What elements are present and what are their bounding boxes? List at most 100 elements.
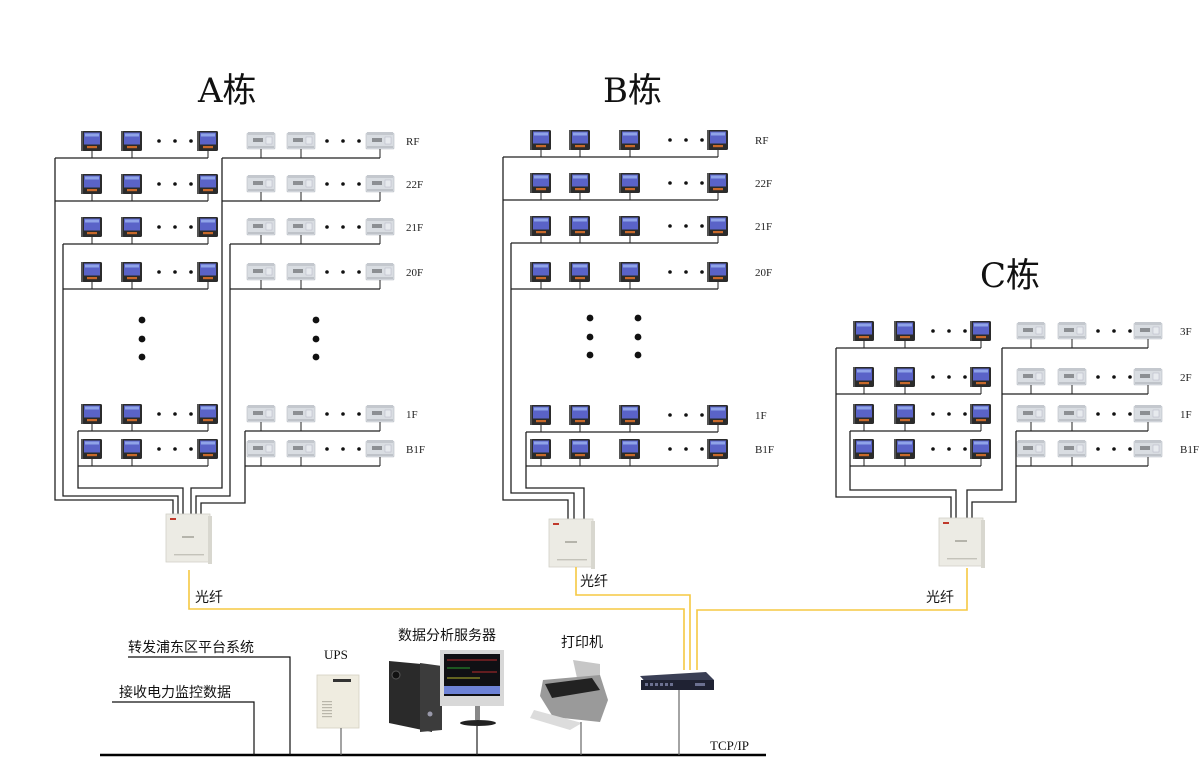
floor-row: B1F bbox=[78, 439, 425, 467]
din-rail-meter-icon bbox=[365, 404, 395, 423]
floor-label: 21F bbox=[406, 222, 423, 234]
floor-label: B1F bbox=[406, 444, 425, 456]
floor-row: 20F bbox=[63, 262, 423, 290]
power-meter-icon bbox=[707, 262, 728, 282]
ellipsis-dots bbox=[157, 412, 193, 416]
din-rail-meter-icon bbox=[246, 131, 276, 150]
power-meter-icon bbox=[707, 173, 728, 193]
building-b-title: B栋 bbox=[603, 71, 662, 111]
power-meter-icon bbox=[970, 321, 991, 341]
ellipsis-dots bbox=[668, 224, 704, 228]
collector-box-c bbox=[938, 517, 986, 569]
building-a: RF 22F 21F 20F 1F B1F bbox=[54, 131, 425, 520]
ellipsis-dots bbox=[157, 139, 193, 143]
power-meter-icon bbox=[81, 439, 102, 459]
floor-row: B1F bbox=[526, 439, 774, 467]
power-meter-icon bbox=[853, 367, 874, 387]
din-rail-meter-icon bbox=[1057, 367, 1087, 386]
receive-line bbox=[112, 701, 255, 755]
floor-label: RF bbox=[406, 136, 419, 148]
floor-label: B1F bbox=[755, 444, 774, 456]
floor-label: 22F bbox=[406, 179, 423, 191]
printer-label: 打印机 bbox=[561, 634, 603, 651]
ellipsis-dots bbox=[157, 447, 193, 451]
power-meter-icon bbox=[569, 130, 590, 150]
din-rail-meter-icon bbox=[286, 217, 316, 236]
power-meter-icon bbox=[197, 262, 218, 282]
floor-row: 1F bbox=[526, 405, 767, 433]
din-rail-meter-icon bbox=[246, 262, 276, 281]
trunk-line bbox=[54, 158, 174, 520]
power-meter-icon bbox=[81, 174, 102, 194]
floor-row: 2F bbox=[836, 367, 1192, 395]
server-computer-icon bbox=[389, 650, 504, 732]
floor-label: 1F bbox=[1180, 409, 1192, 421]
din-rail-meter-icon bbox=[1057, 404, 1087, 423]
building-a-title: A栋 bbox=[197, 71, 257, 111]
din-rail-meter-icon bbox=[286, 262, 316, 281]
power-meter-icon bbox=[81, 217, 102, 237]
trunk-line bbox=[502, 157, 569, 520]
power-meter-icon bbox=[707, 130, 728, 150]
din-rail-meter-icon bbox=[365, 439, 395, 458]
din-rail-meter-icon bbox=[1016, 404, 1046, 423]
power-meter-icon bbox=[569, 262, 590, 282]
ellipsis-dots bbox=[1096, 412, 1132, 416]
power-meter-icon bbox=[121, 262, 142, 282]
fiber-line-c bbox=[696, 568, 968, 670]
power-meter-icon bbox=[121, 131, 142, 151]
floor-row: 1F bbox=[78, 404, 418, 432]
power-meter-icon bbox=[530, 262, 551, 282]
power-meter-icon bbox=[197, 131, 218, 151]
power-meter-icon bbox=[197, 174, 218, 194]
power-meter-icon bbox=[530, 173, 551, 193]
ellipsis-dots bbox=[325, 182, 361, 186]
din-rail-meter-icon bbox=[1016, 321, 1046, 340]
vertical-ellipsis bbox=[586, 314, 594, 359]
fiber-label-b: 光纤 bbox=[580, 574, 608, 590]
ellipsis-dots bbox=[931, 375, 967, 379]
power-meter-icon bbox=[894, 321, 915, 341]
ellipsis-dots bbox=[157, 270, 193, 274]
collector-box-b bbox=[548, 518, 596, 570]
din-rail-meter-icon bbox=[1057, 439, 1087, 458]
power-meter-icon bbox=[197, 439, 218, 459]
power-meter-icon bbox=[619, 439, 640, 459]
fiber-line-b bbox=[575, 567, 691, 670]
din-rail-meter-icon bbox=[286, 174, 316, 193]
ellipsis-dots bbox=[325, 225, 361, 229]
trunk-line bbox=[835, 348, 952, 520]
ellipsis-dots bbox=[1096, 447, 1132, 451]
power-meter-icon bbox=[619, 173, 640, 193]
din-rail-meter-icon bbox=[1133, 404, 1163, 423]
din-rail-meter-icon bbox=[365, 174, 395, 193]
din-rail-meter-icon bbox=[365, 262, 395, 281]
floor-label: RF bbox=[755, 135, 768, 147]
ellipsis-dots bbox=[325, 270, 361, 274]
power-meter-icon bbox=[530, 405, 551, 425]
power-meter-icon bbox=[569, 173, 590, 193]
power-meter-icon bbox=[81, 262, 102, 282]
trunk-line bbox=[190, 158, 223, 520]
floor-row: 21F bbox=[63, 217, 423, 245]
din-rail-meter-icon bbox=[286, 439, 316, 458]
din-rail-meter-icon bbox=[1133, 439, 1163, 458]
ellipsis-dots bbox=[668, 447, 704, 451]
power-meter-icon bbox=[894, 439, 915, 459]
power-meter-icon bbox=[619, 405, 640, 425]
fiber-label-c: 光纤 bbox=[926, 590, 954, 606]
floor-label: B1F bbox=[1180, 444, 1199, 456]
floor-label: 21F bbox=[755, 221, 772, 233]
din-rail-meter-icon bbox=[1016, 439, 1046, 458]
ellipsis-dots bbox=[668, 270, 704, 274]
ellipsis-dots bbox=[931, 447, 967, 451]
trunk-line bbox=[195, 244, 231, 520]
power-meter-icon bbox=[530, 216, 551, 236]
trunk-line bbox=[525, 432, 585, 520]
din-rail-meter-icon bbox=[1133, 367, 1163, 386]
ellipsis-dots bbox=[1096, 375, 1132, 379]
trunk-line bbox=[849, 431, 957, 520]
ellipsis-dots bbox=[931, 412, 967, 416]
